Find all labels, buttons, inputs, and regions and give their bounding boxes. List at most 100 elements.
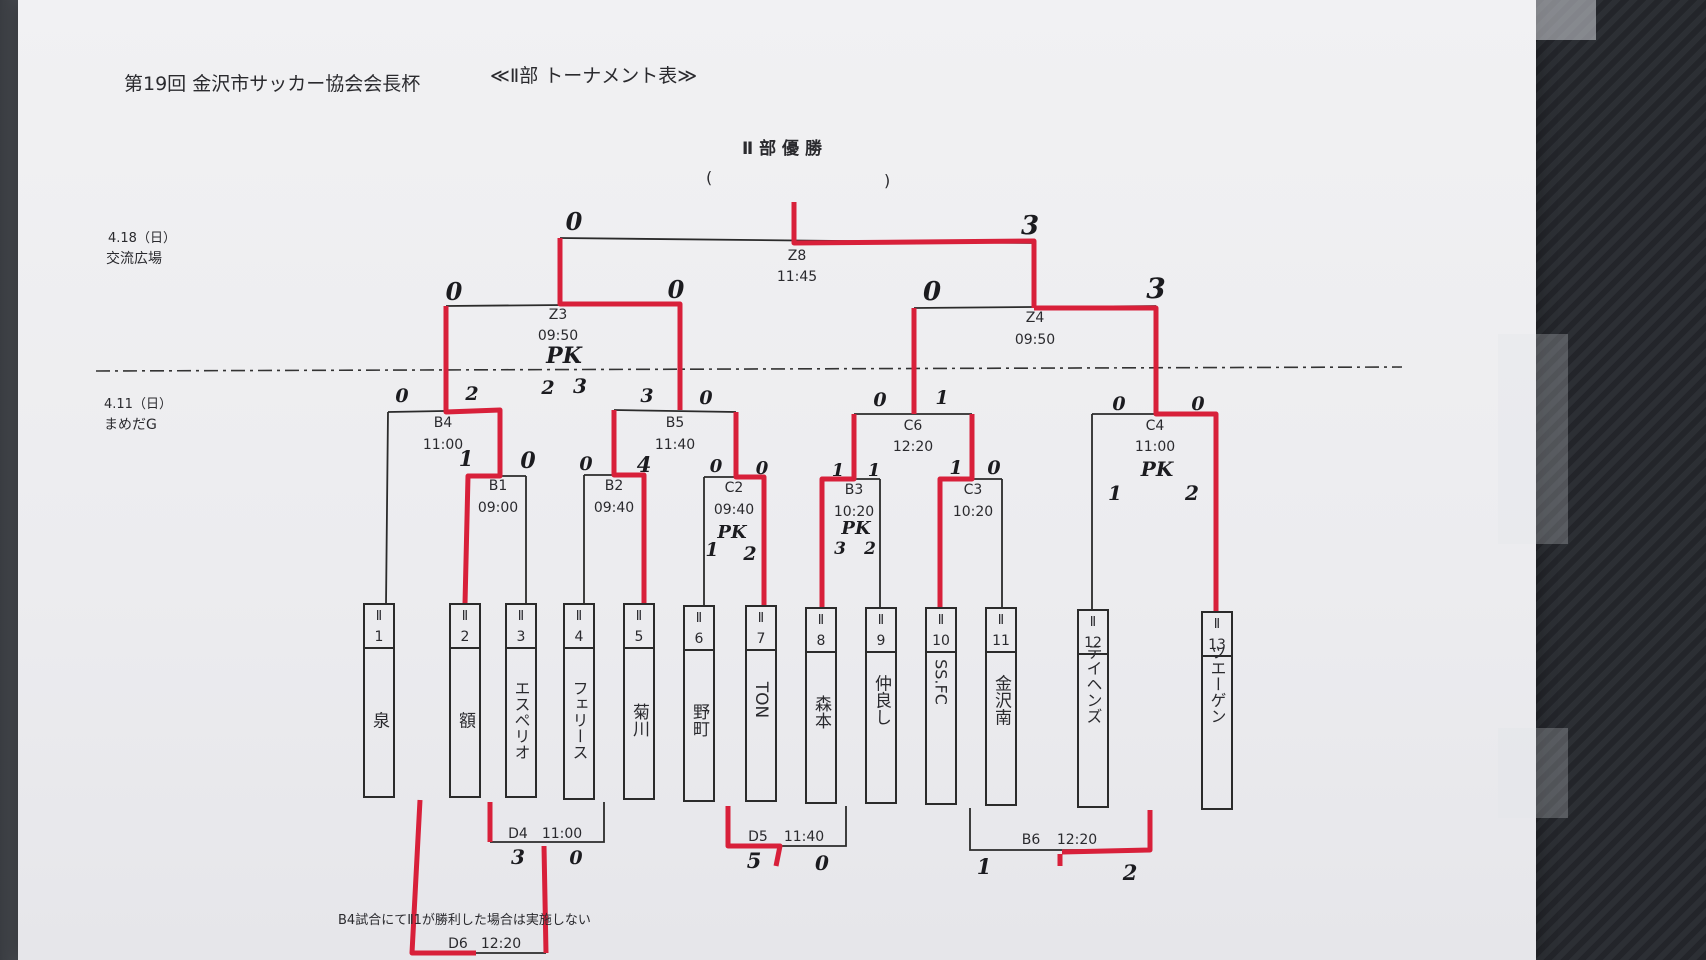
- match-c3-time: 10:20: [953, 504, 993, 520]
- team-13-name: ツエーゲン: [1208, 644, 1227, 724]
- score-c4-right: 0: [1191, 393, 1204, 415]
- score-b6-right: 2: [1122, 860, 1138, 885]
- team-4-number: 4: [575, 629, 584, 645]
- score-b1-right: 0: [520, 448, 536, 474]
- score-b3-pk-right: 2: [863, 539, 876, 559]
- team-3-number: 3: [517, 629, 526, 645]
- match-c2-code: C2: [725, 480, 744, 496]
- team-10-number: 10: [932, 633, 950, 649]
- score-b3-pk-label: PK: [840, 518, 872, 539]
- match-b2-time: 09:40: [594, 500, 634, 516]
- score-z8-right: 3: [1021, 211, 1039, 241]
- team-8-number: 8: [817, 633, 826, 649]
- score-z4-right: 3: [1146, 272, 1165, 305]
- score-z3-right: 0: [668, 275, 685, 304]
- team-11-seed: Ⅱ: [998, 613, 1004, 628]
- handwritten-scores: 0 3 0 0 PK 2 3 0 3 0 2 3 0 0 1 0 0 PK 1 …: [395, 207, 1204, 885]
- match-d4-code: D4: [508, 826, 528, 842]
- winner-path-lines: [409, 202, 1219, 956]
- team-1-seed: Ⅱ: [376, 609, 382, 624]
- score-c3-right: 0: [987, 457, 1000, 479]
- match-b1-time: 09:00: [478, 500, 518, 516]
- match-b3-time: 10:20: [834, 504, 874, 520]
- team-6-name: 野町: [689, 703, 710, 737]
- team-5-number: 5: [635, 629, 644, 645]
- score-z3-left: 0: [446, 277, 463, 306]
- background-carbon-panel: [1536, 0, 1706, 960]
- team-12-name: テイヘンズ: [1084, 644, 1103, 724]
- team-3-seed: Ⅱ: [518, 609, 524, 624]
- score-c4-pk-right: 2: [1184, 481, 1199, 505]
- match-b6-code: B6: [1022, 832, 1041, 848]
- score-b3-left: 1: [832, 460, 845, 481]
- team-9-number: 9: [877, 633, 886, 649]
- team-2-number: 2: [461, 629, 470, 645]
- score-d5-left: 5: [747, 848, 762, 873]
- sheet-title: 第19回 金沢市サッカー協会会長杯: [124, 73, 420, 95]
- team-9-name: 仲良し: [871, 674, 892, 725]
- score-b3-pk-left: 3: [834, 539, 846, 559]
- match-d5-time: 11:40: [784, 829, 824, 845]
- score-b3-right: 1: [868, 460, 881, 481]
- bracket-drawing: 第19回 金沢市サッカー協会会長杯 ≪Ⅱ部 トーナメント表≫ Ⅱ 部 優 勝 (…: [95, 65, 1403, 956]
- match-c4-code: C4: [1146, 418, 1165, 434]
- tape-strip: [1536, 0, 1596, 40]
- score-z3-pk-label: PK: [545, 343, 583, 369]
- team-5-seed: Ⅱ: [636, 609, 642, 624]
- tape-strip: [1498, 334, 1568, 544]
- team-12-number: 12: [1084, 635, 1102, 651]
- champion-paren-close: ): [884, 171, 890, 190]
- match-z8-time: 11:45: [777, 269, 817, 285]
- team-6-number: 6: [695, 631, 704, 647]
- score-b4-right: 2: [464, 383, 478, 405]
- match-c4-time: 11:00: [1135, 439, 1175, 455]
- team-7-number: 7: [757, 631, 766, 647]
- team-10-seed: Ⅱ: [938, 613, 944, 628]
- score-c2-pk-left: 1: [705, 539, 718, 561]
- team-13-number: 13: [1208, 637, 1226, 653]
- team-5-name: 菊川: [629, 703, 650, 737]
- day2-venue: 交流広場: [106, 250, 162, 267]
- score-b1-left: 1: [459, 446, 474, 471]
- match-b4-code: B4: [434, 415, 453, 431]
- team-7-name: TON: [751, 681, 771, 718]
- match-d4-time: 11:00: [542, 826, 582, 842]
- score-z3-pk-right: 3: [573, 374, 587, 398]
- sheet-subtitle: ≪Ⅱ部 トーナメント表≫: [490, 65, 697, 87]
- score-z3-pk-left: 2: [540, 377, 554, 399]
- score-c2-pk-label: PK: [716, 522, 748, 543]
- footnote-text: B4試合にてⅡ1が勝利した場合は実施しない: [338, 912, 591, 928]
- match-d6-code: D6: [448, 936, 468, 952]
- score-c2-left: 0: [710, 456, 723, 477]
- team-8-name: 森本: [811, 695, 832, 729]
- day1-venue: まめだG: [104, 417, 157, 433]
- team-8-seed: Ⅱ: [818, 613, 824, 628]
- team-13-seed: Ⅱ: [1214, 617, 1220, 632]
- score-d4-left: 3: [511, 845, 525, 869]
- score-z8-left: 0: [566, 207, 583, 236]
- match-b4-time: 11:00: [423, 437, 463, 453]
- team-boxes: [363, 603, 1233, 810]
- match-b6-time: 12:20: [1057, 832, 1097, 848]
- match-c3-code: C3: [964, 482, 983, 498]
- score-c2-pk-right: 2: [742, 543, 756, 565]
- match-z3-code: Z3: [549, 307, 568, 323]
- score-c4-left: 0: [1112, 393, 1125, 415]
- day-separator-line: [95, 366, 1403, 372]
- match-z4-code: Z4: [1026, 310, 1045, 326]
- score-d5-right: 0: [815, 851, 829, 875]
- team-3-name: エスペリオ: [512, 680, 531, 760]
- match-c6-code: C6: [904, 418, 923, 434]
- score-z4-left: 0: [923, 277, 941, 307]
- tape-strip: [1498, 728, 1568, 818]
- score-b4-left: 0: [395, 385, 408, 407]
- score-b2-left: 0: [579, 453, 592, 475]
- score-c4-pk-label: PK: [1140, 457, 1175, 481]
- team-7-seed: Ⅱ: [758, 611, 764, 626]
- match-b3-code: B3: [845, 482, 864, 498]
- score-b5-left: 3: [640, 385, 653, 407]
- team-1-name: 泉: [369, 711, 390, 728]
- team-labels: Ⅱ 1 泉 Ⅱ 2 額 Ⅱ 3 エスペリオ Ⅱ 4 フェリース Ⅱ 5 菊川 Ⅱ…: [369, 609, 1227, 760]
- match-b5-code: B5: [666, 415, 685, 431]
- team-4-seed: Ⅱ: [576, 609, 582, 624]
